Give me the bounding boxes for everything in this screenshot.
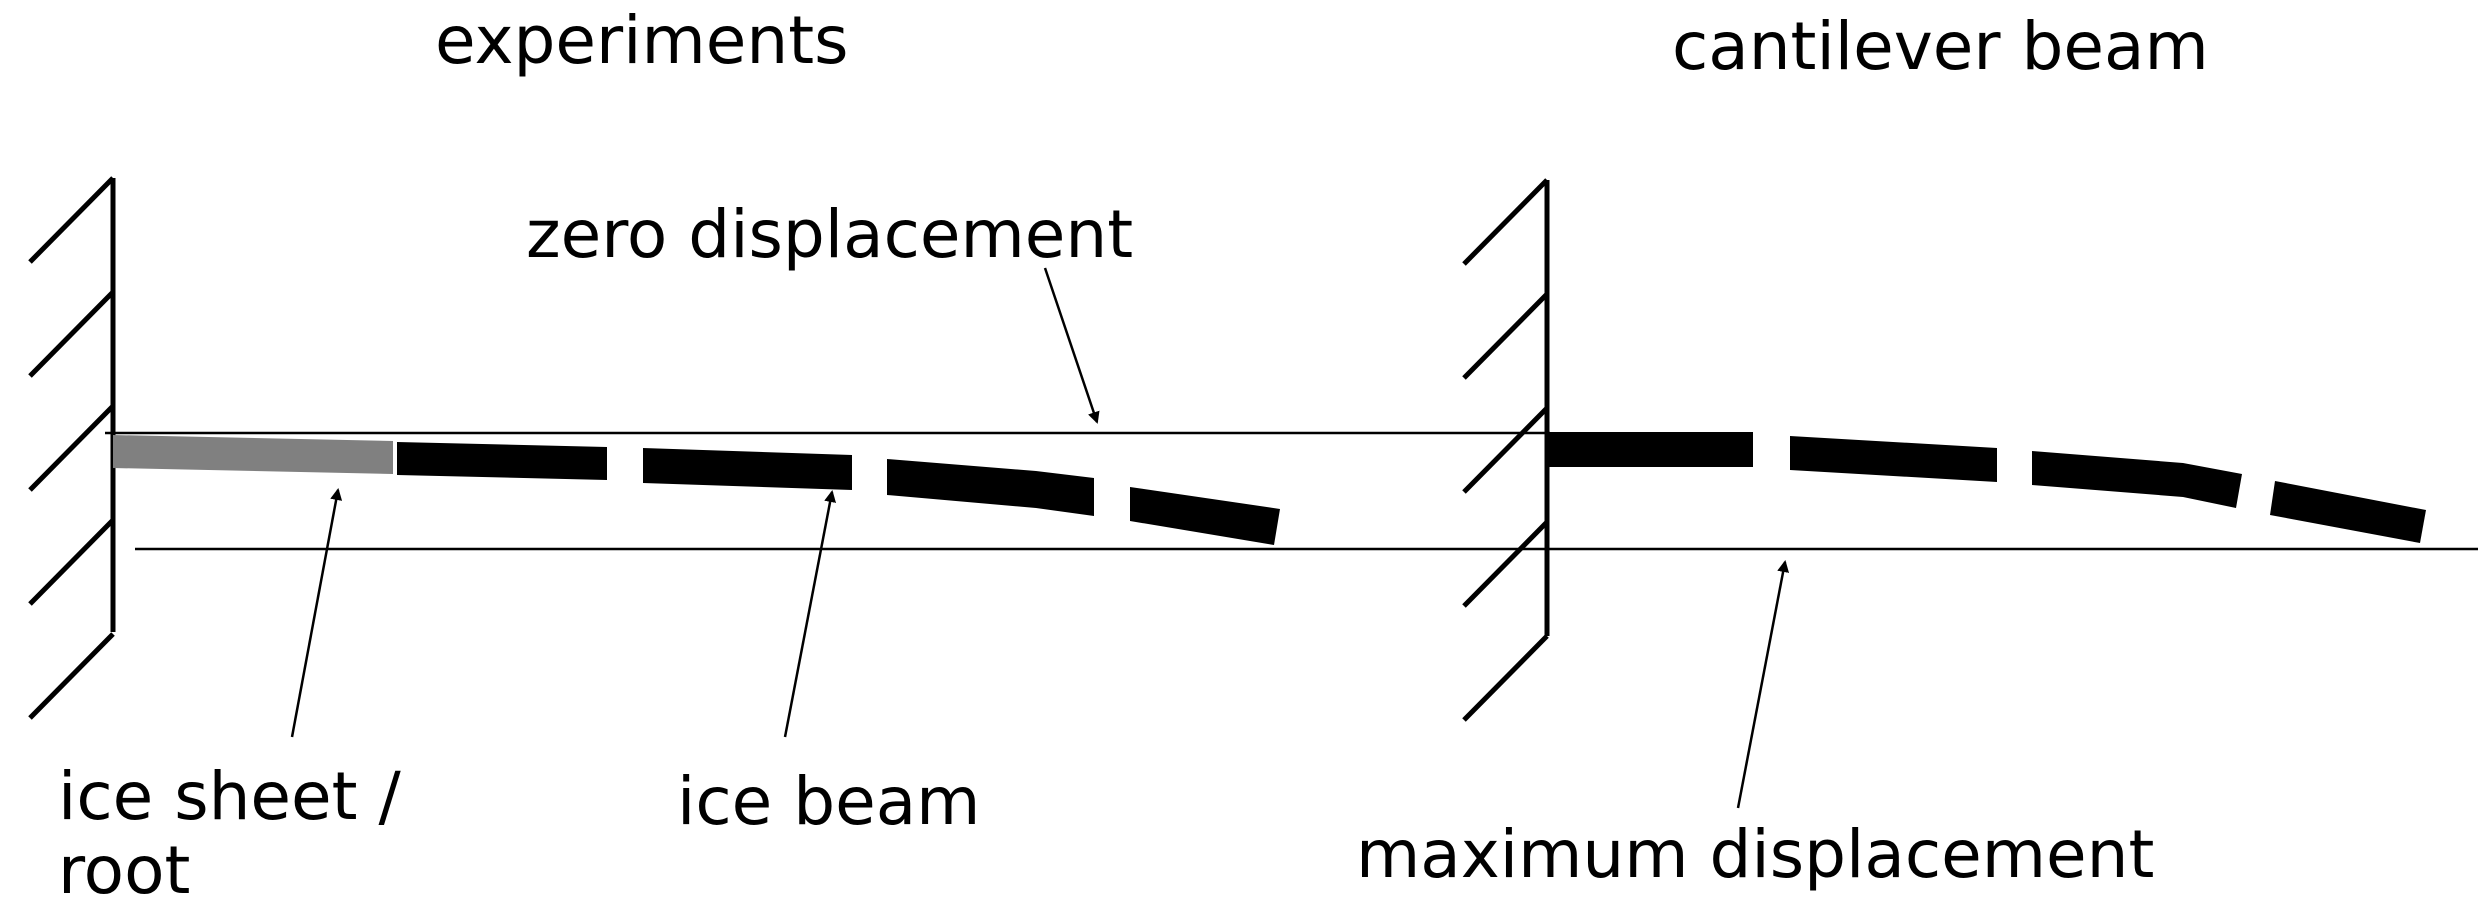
right-beam-dash-1 bbox=[1549, 432, 1753, 467]
right-beam-dash-4 bbox=[2270, 481, 2426, 543]
ice-sheet-root-segment bbox=[113, 435, 393, 474]
ice-sheet-root-label-line2: root bbox=[58, 831, 191, 909]
ice-beam-arrow bbox=[783, 490, 837, 738]
right-fixed-support bbox=[1462, 178, 1550, 722]
right-cantilever-beam-dashes bbox=[1549, 432, 2426, 543]
maximum-displacement-arrow bbox=[1736, 560, 1790, 809]
left-fixed-support bbox=[28, 176, 116, 720]
ice-sheet-root-arrow bbox=[290, 488, 343, 738]
maximum-displacement-label: maximum displacement bbox=[1356, 816, 2155, 893]
left-beam-dash-3 bbox=[887, 459, 1094, 516]
zero-displacement-label: zero displacement bbox=[526, 196, 1134, 273]
zero-displacement-arrow bbox=[1043, 267, 1100, 424]
left-beam-dash-4 bbox=[1130, 487, 1280, 545]
left-beam-dash-1 bbox=[397, 442, 607, 480]
ice-sheet-root-label-line1: ice sheet / bbox=[58, 758, 401, 835]
right-beam-dash-3 bbox=[2032, 451, 2242, 508]
left-beam-dash-2 bbox=[643, 448, 852, 490]
right-wall-hatching bbox=[1462, 178, 1549, 722]
ice-beam-label: ice beam bbox=[677, 763, 981, 840]
ice-sheet-root-label: ice sheet / root bbox=[58, 760, 401, 908]
cantilever-beam-heading: cantilever beam bbox=[1672, 8, 2209, 85]
right-beam-dash-2 bbox=[1790, 436, 1997, 482]
left-wall-hatching bbox=[28, 176, 115, 720]
experiments-heading: experiments bbox=[435, 2, 849, 79]
left-ice-beam-dashes bbox=[397, 442, 1280, 545]
annotation-arrows bbox=[290, 267, 1790, 809]
